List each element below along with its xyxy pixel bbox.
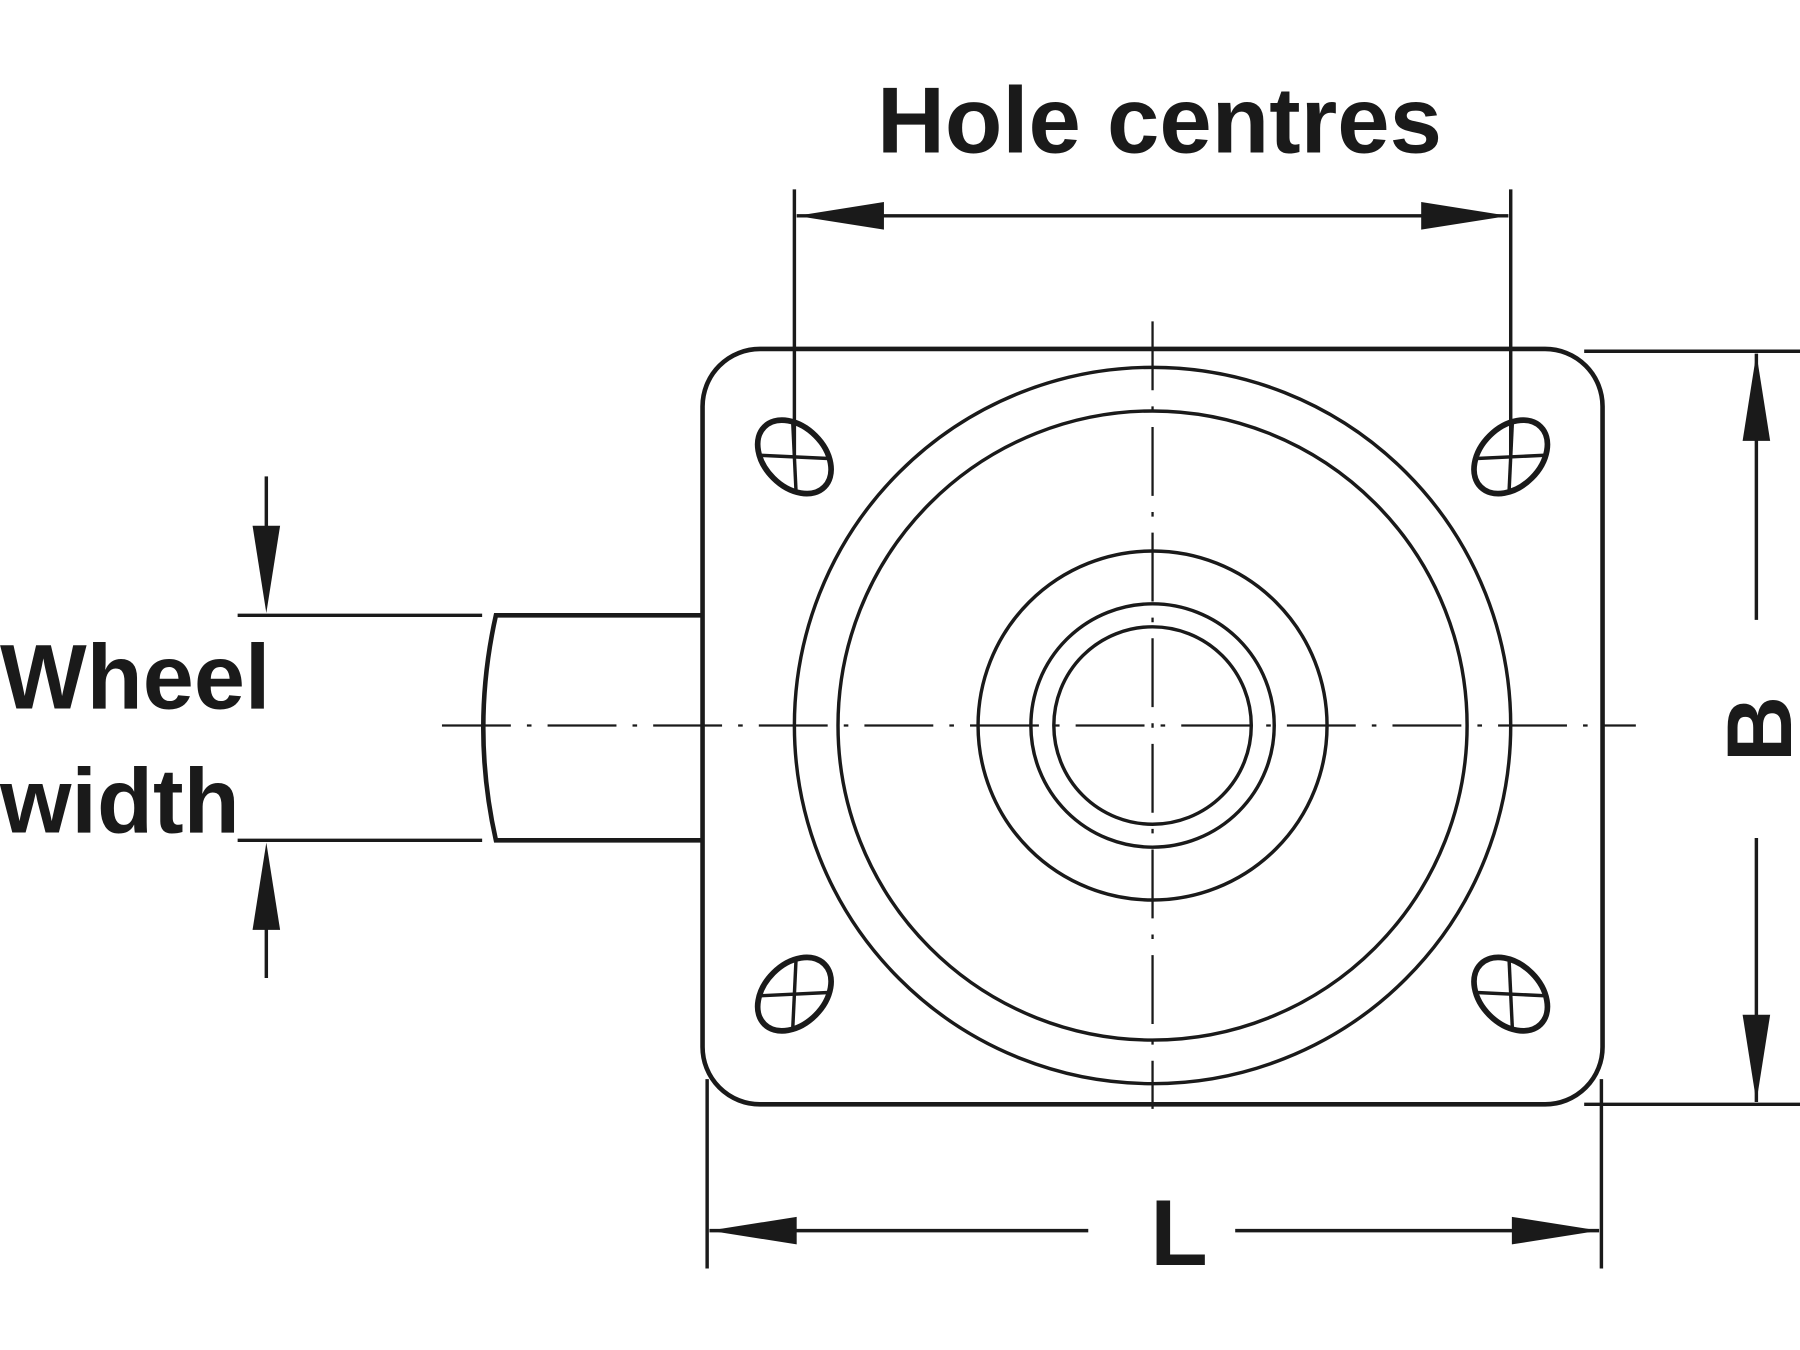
arrow-up-icon <box>1742 353 1771 441</box>
hole-bottom-right <box>1471 954 1551 1034</box>
wheel-width-label-line1: Wheel <box>0 626 270 728</box>
length-label: L <box>1150 1180 1208 1285</box>
arrow-left-icon <box>709 1216 797 1245</box>
arrow-left-icon <box>796 202 884 230</box>
arrow-down-icon <box>252 525 281 614</box>
arrow-right-icon <box>1421 202 1509 230</box>
breadth-label: B <box>1709 696 1800 762</box>
wheel-profile <box>480 613 703 843</box>
breadth-dimension <box>1584 349 1800 1107</box>
length-dimension <box>705 1079 1604 1269</box>
arrow-down-icon <box>1742 1014 1771 1103</box>
wheel-width-dimension <box>237 476 483 979</box>
arrow-right-icon <box>1511 1216 1600 1245</box>
arrow-up-icon <box>252 842 281 930</box>
centre-lines <box>441 321 1636 1109</box>
hole-bottom-left <box>754 954 834 1034</box>
hole-centres-label: Hole centres <box>877 68 1442 173</box>
wheel-width-label-line2: width <box>0 750 240 852</box>
hole-centres-dimension <box>792 189 1513 457</box>
